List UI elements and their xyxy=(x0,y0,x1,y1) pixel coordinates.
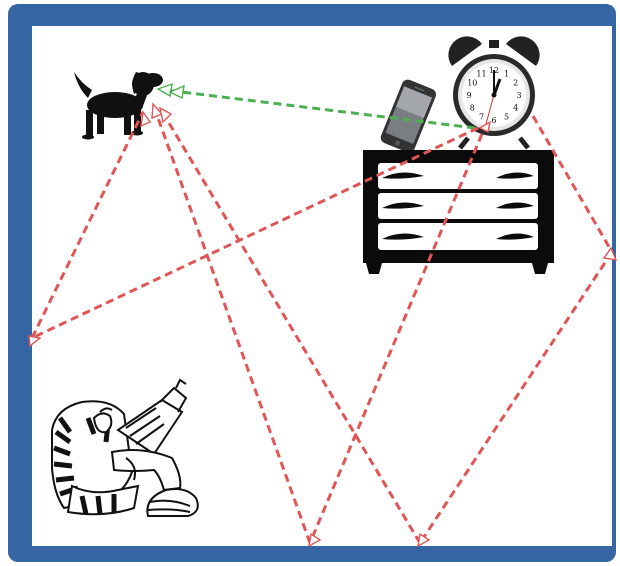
red-arrowhead-dog-3 xyxy=(140,110,152,128)
man-reading-in-armchair-icon xyxy=(51,378,199,517)
red-arrowhead-bottom-2 xyxy=(417,532,431,548)
clock-numeral: 5 xyxy=(504,113,509,122)
green-arrowhead-1 xyxy=(156,82,173,98)
clock-numeral: 2 xyxy=(513,79,518,88)
green-arrowhead-2 xyxy=(168,84,185,100)
red-path-bottom-to-dog-2 xyxy=(158,107,422,544)
alarm-clock-icon: 121234567891011 xyxy=(448,36,540,150)
green-path-clock-to-dog xyxy=(164,88,476,130)
arrowheads xyxy=(28,82,618,548)
clock-numeral: 7 xyxy=(479,113,484,122)
red-arrowhead-right xyxy=(602,246,618,261)
clock-numeral: 9 xyxy=(466,91,471,100)
clock-numeral: 6 xyxy=(491,116,496,125)
red-path-clock-to-bottom xyxy=(308,133,484,544)
red-arrowhead-clock xyxy=(478,120,491,134)
red-arrowhead-dog-1 xyxy=(151,102,164,120)
red-path-clock-to-right xyxy=(531,115,614,253)
clock-numeral: 11 xyxy=(476,69,486,78)
red-path-clock-to-left xyxy=(31,126,479,340)
clock-numeral: 1 xyxy=(504,69,509,78)
clock-numeral: 10 xyxy=(467,79,477,88)
red-arrowhead-bottom-1 xyxy=(308,532,322,548)
dog-icon xyxy=(74,72,163,140)
red-path-right-to-bottom xyxy=(418,251,614,544)
red-path-left-to-dog xyxy=(30,111,145,339)
red-arrowhead-dog-2 xyxy=(158,106,173,124)
clock-numeral: 4 xyxy=(513,104,518,113)
red-arrowhead-left xyxy=(28,335,42,348)
dresser-icon xyxy=(363,150,554,274)
signal-paths xyxy=(30,88,614,544)
clock-numeral: 8 xyxy=(470,104,475,113)
smartphone-icon xyxy=(380,79,436,153)
clock-numeral: 3 xyxy=(516,91,521,100)
